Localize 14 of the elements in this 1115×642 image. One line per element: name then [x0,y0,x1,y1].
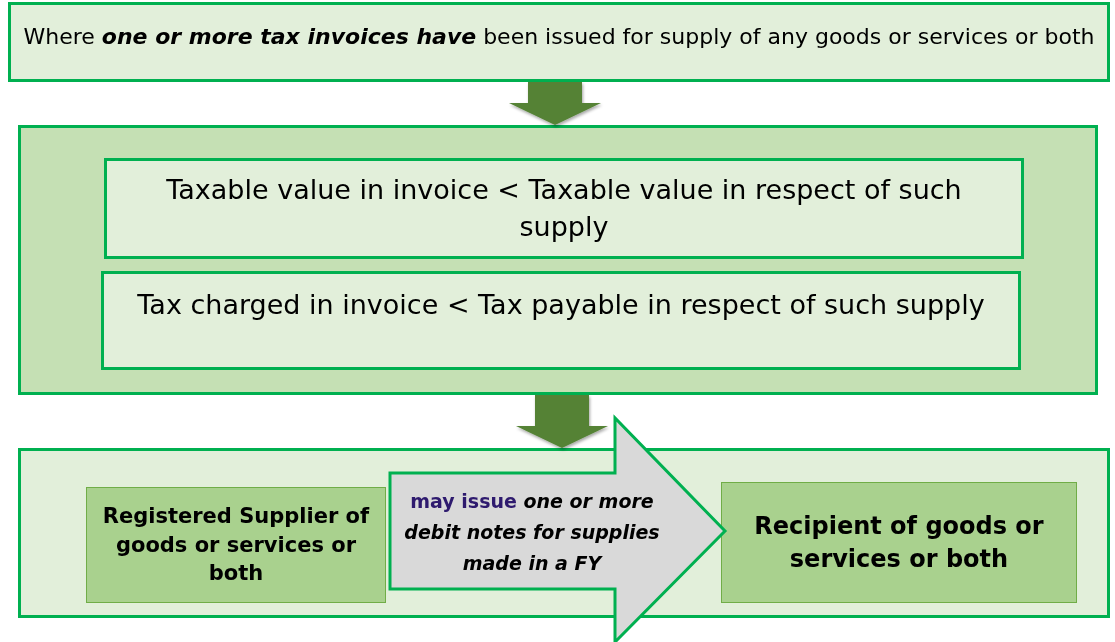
block-arrow [509,82,601,125]
condition-box [101,271,1021,370]
party-name: Registered Supplier of goods or services or both [101,503,371,588]
supplier-box [86,487,386,603]
condition-text: Taxable value in invoice < Taxable value in respect of such supply [165,173,963,244]
condition-text: Where one or more tax invoices have been issued for supply of any goods or services or both [23,23,1095,52]
edge-label: may issue one or more debit notes for supplies made in a FY [403,489,661,576]
condition-text: Tax charged in invoice < Tax payable in respect of such supply [137,288,985,323]
recipient-box [721,482,1077,603]
party-name: Recipient of goods or services or both [753,511,1045,575]
condition-box [104,158,1024,259]
block-arrow [516,395,608,448]
condition-panel [18,125,1098,395]
condition-box [8,2,1110,82]
